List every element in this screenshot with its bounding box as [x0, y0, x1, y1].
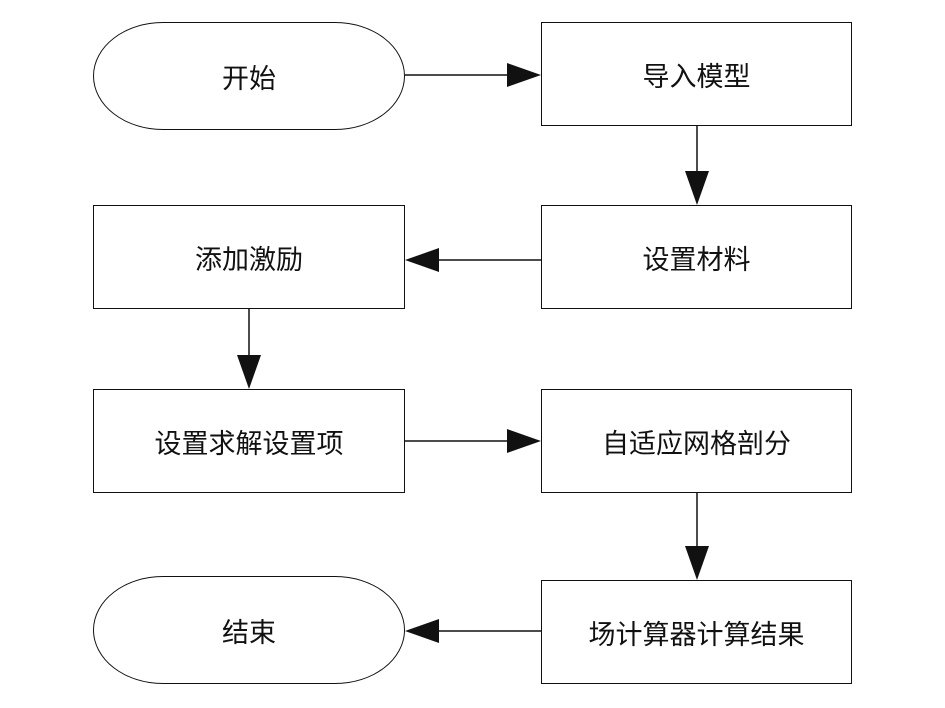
- node-set-material-label: 设置材料: [642, 244, 751, 276]
- node-import-model-label: 导入模型: [642, 61, 751, 93]
- connector-arrow-5: [405, 429, 541, 453]
- connector-arrow-3: [405, 248, 541, 272]
- arrowhead: [405, 619, 439, 643]
- node-field-calculator-label: 场计算器计算结果: [588, 619, 805, 651]
- arrowhead: [507, 429, 541, 453]
- connector-arrow-7: [405, 619, 541, 643]
- node-import-model: 导入模型: [541, 22, 852, 126]
- node-add-excitation-label: 添加激励: [195, 244, 303, 276]
- connector-arrow-1: [405, 63, 541, 87]
- arrowhead: [685, 546, 709, 580]
- node-adaptive-mesh: 自适应网格剖分: [541, 389, 852, 493]
- node-set-material: 设置材料: [541, 205, 852, 309]
- arrowhead: [685, 171, 709, 205]
- arrowhead: [507, 63, 541, 87]
- connector-arrow-4: [237, 309, 261, 389]
- node-start-label: 开始: [222, 63, 276, 95]
- arrowhead: [405, 248, 439, 272]
- node-end: 结束: [93, 576, 405, 684]
- node-solver-setup: 设置求解设置项: [93, 389, 405, 493]
- node-add-excitation: 添加激励: [93, 205, 405, 309]
- arrowhead: [237, 355, 261, 389]
- connector-arrow-2: [685, 126, 709, 205]
- node-adaptive-mesh-label: 自适应网格剖分: [602, 428, 791, 460]
- node-field-calculator: 场计算器计算结果: [541, 580, 852, 684]
- node-start: 开始: [93, 22, 405, 130]
- connector-arrow-6: [685, 493, 709, 580]
- node-solver-setup-label: 设置求解设置项: [154, 428, 344, 460]
- node-end-label: 结束: [222, 617, 276, 649]
